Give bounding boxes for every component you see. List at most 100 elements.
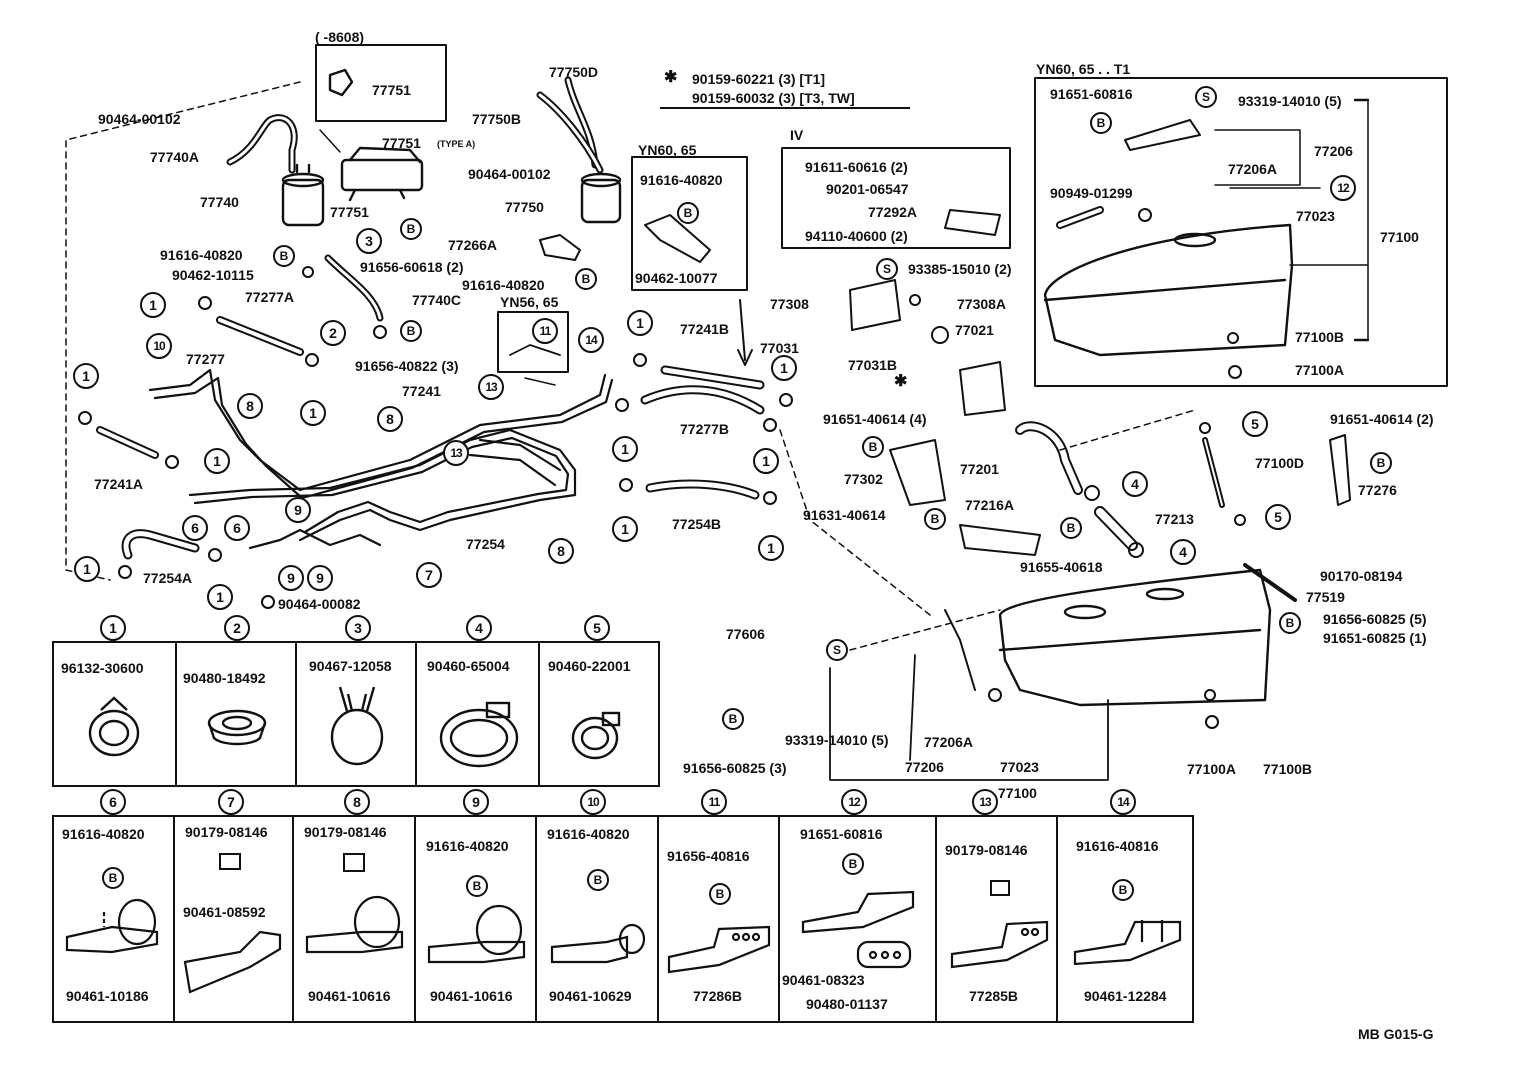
legend-num-12: 12 bbox=[841, 789, 867, 815]
bolt-symbol: B bbox=[1112, 879, 1134, 901]
part-label: 94110-40600 (2) bbox=[805, 228, 908, 244]
part-label: 91616-40820 bbox=[462, 277, 545, 293]
callout-4: 4 bbox=[1170, 539, 1196, 565]
legend-part: 90461-10616 bbox=[430, 988, 513, 1004]
part-label: 91651-40614 (2) bbox=[1330, 411, 1434, 427]
part-label: 91616-40820 bbox=[160, 247, 243, 263]
legend-part: 90480-18492 bbox=[183, 670, 266, 686]
callout-1: 1 bbox=[771, 355, 797, 381]
callout-3: 3 bbox=[356, 228, 382, 254]
legend-item-2: 90480-18492 bbox=[177, 643, 297, 785]
callout-9: 9 bbox=[307, 565, 333, 591]
legend-item-14: 91616-40816 B 90461-12284 bbox=[1058, 817, 1196, 1021]
legend-num-7: 7 bbox=[218, 789, 244, 815]
bolt-symbol: B bbox=[400, 218, 422, 240]
callout-1: 1 bbox=[300, 400, 326, 426]
legend-part: 90461-10629 bbox=[549, 988, 632, 1004]
legend-row-2: 91616-40820 B 90461-10186 90179-08146 90… bbox=[52, 815, 1194, 1023]
canister-77740 bbox=[281, 163, 325, 227]
type-a-note: (TYPE A) bbox=[437, 139, 476, 149]
callout-1: 1 bbox=[758, 535, 784, 561]
part-label: 77206A bbox=[924, 734, 974, 750]
callout-13: 13 bbox=[443, 440, 469, 466]
legend-part: 90460-65004 bbox=[427, 658, 510, 674]
part-label: 90462-10115 bbox=[172, 267, 254, 283]
legend-item-1: 96132-30600 bbox=[54, 643, 177, 785]
part-label: 77100B bbox=[1295, 329, 1345, 345]
range-note: ( -8608) bbox=[315, 29, 365, 45]
part-label: 77023 bbox=[1296, 208, 1335, 224]
legend-part: 77285B bbox=[969, 988, 1019, 1004]
hose-77740a bbox=[226, 114, 298, 174]
iv-title: IV bbox=[790, 127, 804, 143]
part-label: 77100 bbox=[1380, 229, 1419, 245]
part-label: 90462-10077 bbox=[635, 270, 718, 286]
screw-symbol: S bbox=[876, 258, 898, 280]
callout-10: 10 bbox=[146, 333, 172, 359]
bolt-symbol: B bbox=[862, 436, 884, 458]
legend-item-7: 90179-08146 90461-08592 bbox=[175, 817, 294, 1021]
legend-item-11: 91656-40816 B 77286B bbox=[659, 817, 780, 1021]
callout-1: 1 bbox=[74, 556, 100, 582]
bolt-symbol: B bbox=[1279, 612, 1301, 634]
callout-1: 1 bbox=[753, 448, 779, 474]
callout-12: 12 bbox=[1330, 175, 1356, 201]
part-label: 77031B bbox=[848, 357, 898, 373]
part-label: 77277B bbox=[680, 421, 730, 437]
bolt-symbol: B bbox=[1090, 112, 1112, 134]
bolt-symbol: B bbox=[273, 245, 295, 267]
part-label: 77100 bbox=[998, 785, 1037, 801]
legend-item-13: 90179-08146 77285B bbox=[937, 817, 1058, 1021]
callout-9: 9 bbox=[285, 497, 311, 523]
callout-6: 6 bbox=[224, 515, 250, 541]
callout-1: 1 bbox=[204, 448, 230, 474]
part-label: 91656-60825 (3) bbox=[683, 760, 787, 776]
part-label: 77100A bbox=[1295, 362, 1345, 378]
filter-77750 bbox=[580, 172, 622, 224]
callout-4: 4 bbox=[1122, 471, 1148, 497]
part-label: 91611-60616 (2) bbox=[805, 159, 908, 175]
part-label: 77021 bbox=[955, 322, 994, 338]
part-label: 77740 bbox=[200, 194, 239, 210]
part-label: 90949-01299 bbox=[1050, 185, 1133, 201]
bolt-symbol: B bbox=[587, 869, 609, 891]
bolt-symbol: B bbox=[1370, 452, 1392, 474]
arrow-77751 bbox=[319, 129, 341, 153]
diagram-code: MB G015-G bbox=[1358, 1026, 1434, 1042]
part-label: 90464-00102 bbox=[468, 166, 551, 182]
part-label: 77023 bbox=[1000, 759, 1039, 775]
bracket-77302 bbox=[889, 439, 946, 506]
callout-14: 14 bbox=[578, 327, 604, 353]
part-label: 93319-14010 (5) bbox=[1238, 93, 1342, 109]
callout-1: 1 bbox=[207, 584, 233, 610]
legend-part: 91651-60816 bbox=[800, 826, 883, 842]
part-label: 91631-40614 bbox=[803, 507, 886, 523]
part-label: 77216A bbox=[965, 497, 1015, 513]
inset-box-yn56 bbox=[497, 311, 569, 373]
part-label: 77031 bbox=[760, 340, 799, 356]
part-label: 77277A bbox=[245, 289, 295, 305]
star-symbol: ✱ bbox=[894, 373, 908, 390]
part-label: 90464-00102 bbox=[98, 111, 181, 127]
part-label: 77241A bbox=[94, 476, 144, 492]
part-label: 77292A bbox=[868, 204, 918, 220]
legend-num-3: 3 bbox=[345, 615, 371, 641]
part-label: 77519 bbox=[1306, 589, 1345, 605]
inset-box-yn60-t1 bbox=[1034, 77, 1448, 387]
callout-2: 2 bbox=[320, 320, 346, 346]
part-label: 77201 bbox=[960, 461, 999, 477]
part-label: 77254 bbox=[466, 536, 505, 552]
legend-part: 91656-40816 bbox=[667, 848, 750, 864]
star-note-underline bbox=[660, 107, 910, 109]
part-label: 91656-60825 (5) bbox=[1323, 611, 1427, 627]
part-label: 77750 bbox=[505, 199, 544, 215]
part-label: 77100A bbox=[1187, 761, 1237, 777]
callout-7: 7 bbox=[416, 562, 442, 588]
part-label: 77206A bbox=[1228, 161, 1278, 177]
callout-1: 1 bbox=[612, 436, 638, 462]
legend-num-10: 10 bbox=[580, 789, 606, 815]
inset-box-iv bbox=[781, 147, 1011, 249]
legend-item-4: 90460-65004 bbox=[417, 643, 540, 785]
